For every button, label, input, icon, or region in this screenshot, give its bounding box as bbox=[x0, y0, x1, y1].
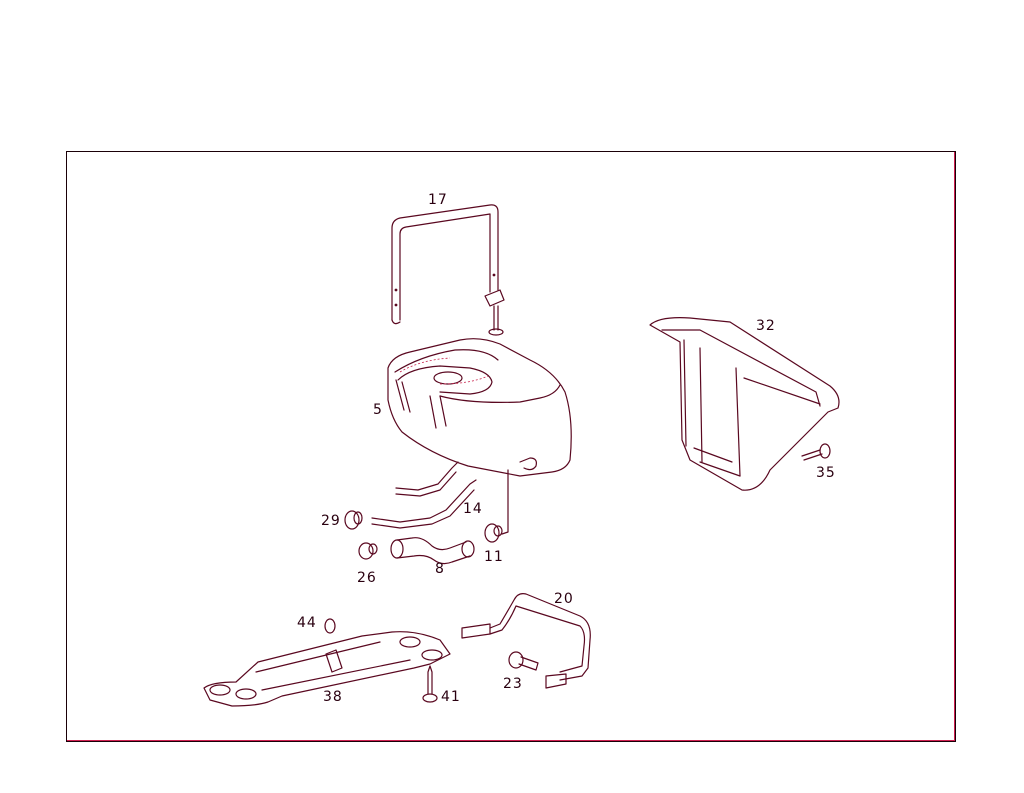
part-44-clip-drawing bbox=[324, 618, 336, 634]
part-23-bolt-drawing bbox=[508, 651, 539, 671]
part-5-tank-drawing bbox=[387, 338, 572, 477]
label-11: 11 bbox=[484, 549, 504, 565]
label-38: 38 bbox=[323, 689, 343, 705]
label-14: 14 bbox=[463, 501, 483, 517]
part-11-leader-line bbox=[501, 469, 509, 535]
part-35-screw-drawing bbox=[801, 443, 831, 461]
part-32-shield-drawing bbox=[649, 317, 840, 491]
part-38-guard-plate-drawing bbox=[203, 631, 451, 707]
label-29: 29 bbox=[321, 513, 341, 529]
part-8-filler-hose-drawing bbox=[390, 537, 475, 565]
label-26: 26 bbox=[357, 570, 377, 586]
part-14-vent-line-drawing bbox=[371, 461, 477, 529]
part-41-screw-drawing bbox=[422, 665, 438, 703]
label-17: 17 bbox=[428, 192, 448, 208]
part-20-bracket-drawing bbox=[461, 593, 591, 689]
clamp-26-drawing bbox=[358, 542, 378, 560]
diagram-frame bbox=[66, 151, 956, 742]
label-8: 8 bbox=[435, 561, 445, 577]
clamp-11-drawing bbox=[484, 523, 503, 543]
label-20: 20 bbox=[554, 591, 574, 607]
label-5: 5 bbox=[373, 402, 383, 418]
label-44: 44 bbox=[297, 615, 317, 631]
label-35: 35 bbox=[816, 465, 836, 481]
label-23: 23 bbox=[503, 676, 523, 692]
label-32: 32 bbox=[756, 318, 776, 334]
clamp-29-drawing bbox=[344, 510, 363, 530]
label-41: 41 bbox=[441, 689, 461, 705]
part-17-strap-drawing bbox=[391, 204, 505, 336]
